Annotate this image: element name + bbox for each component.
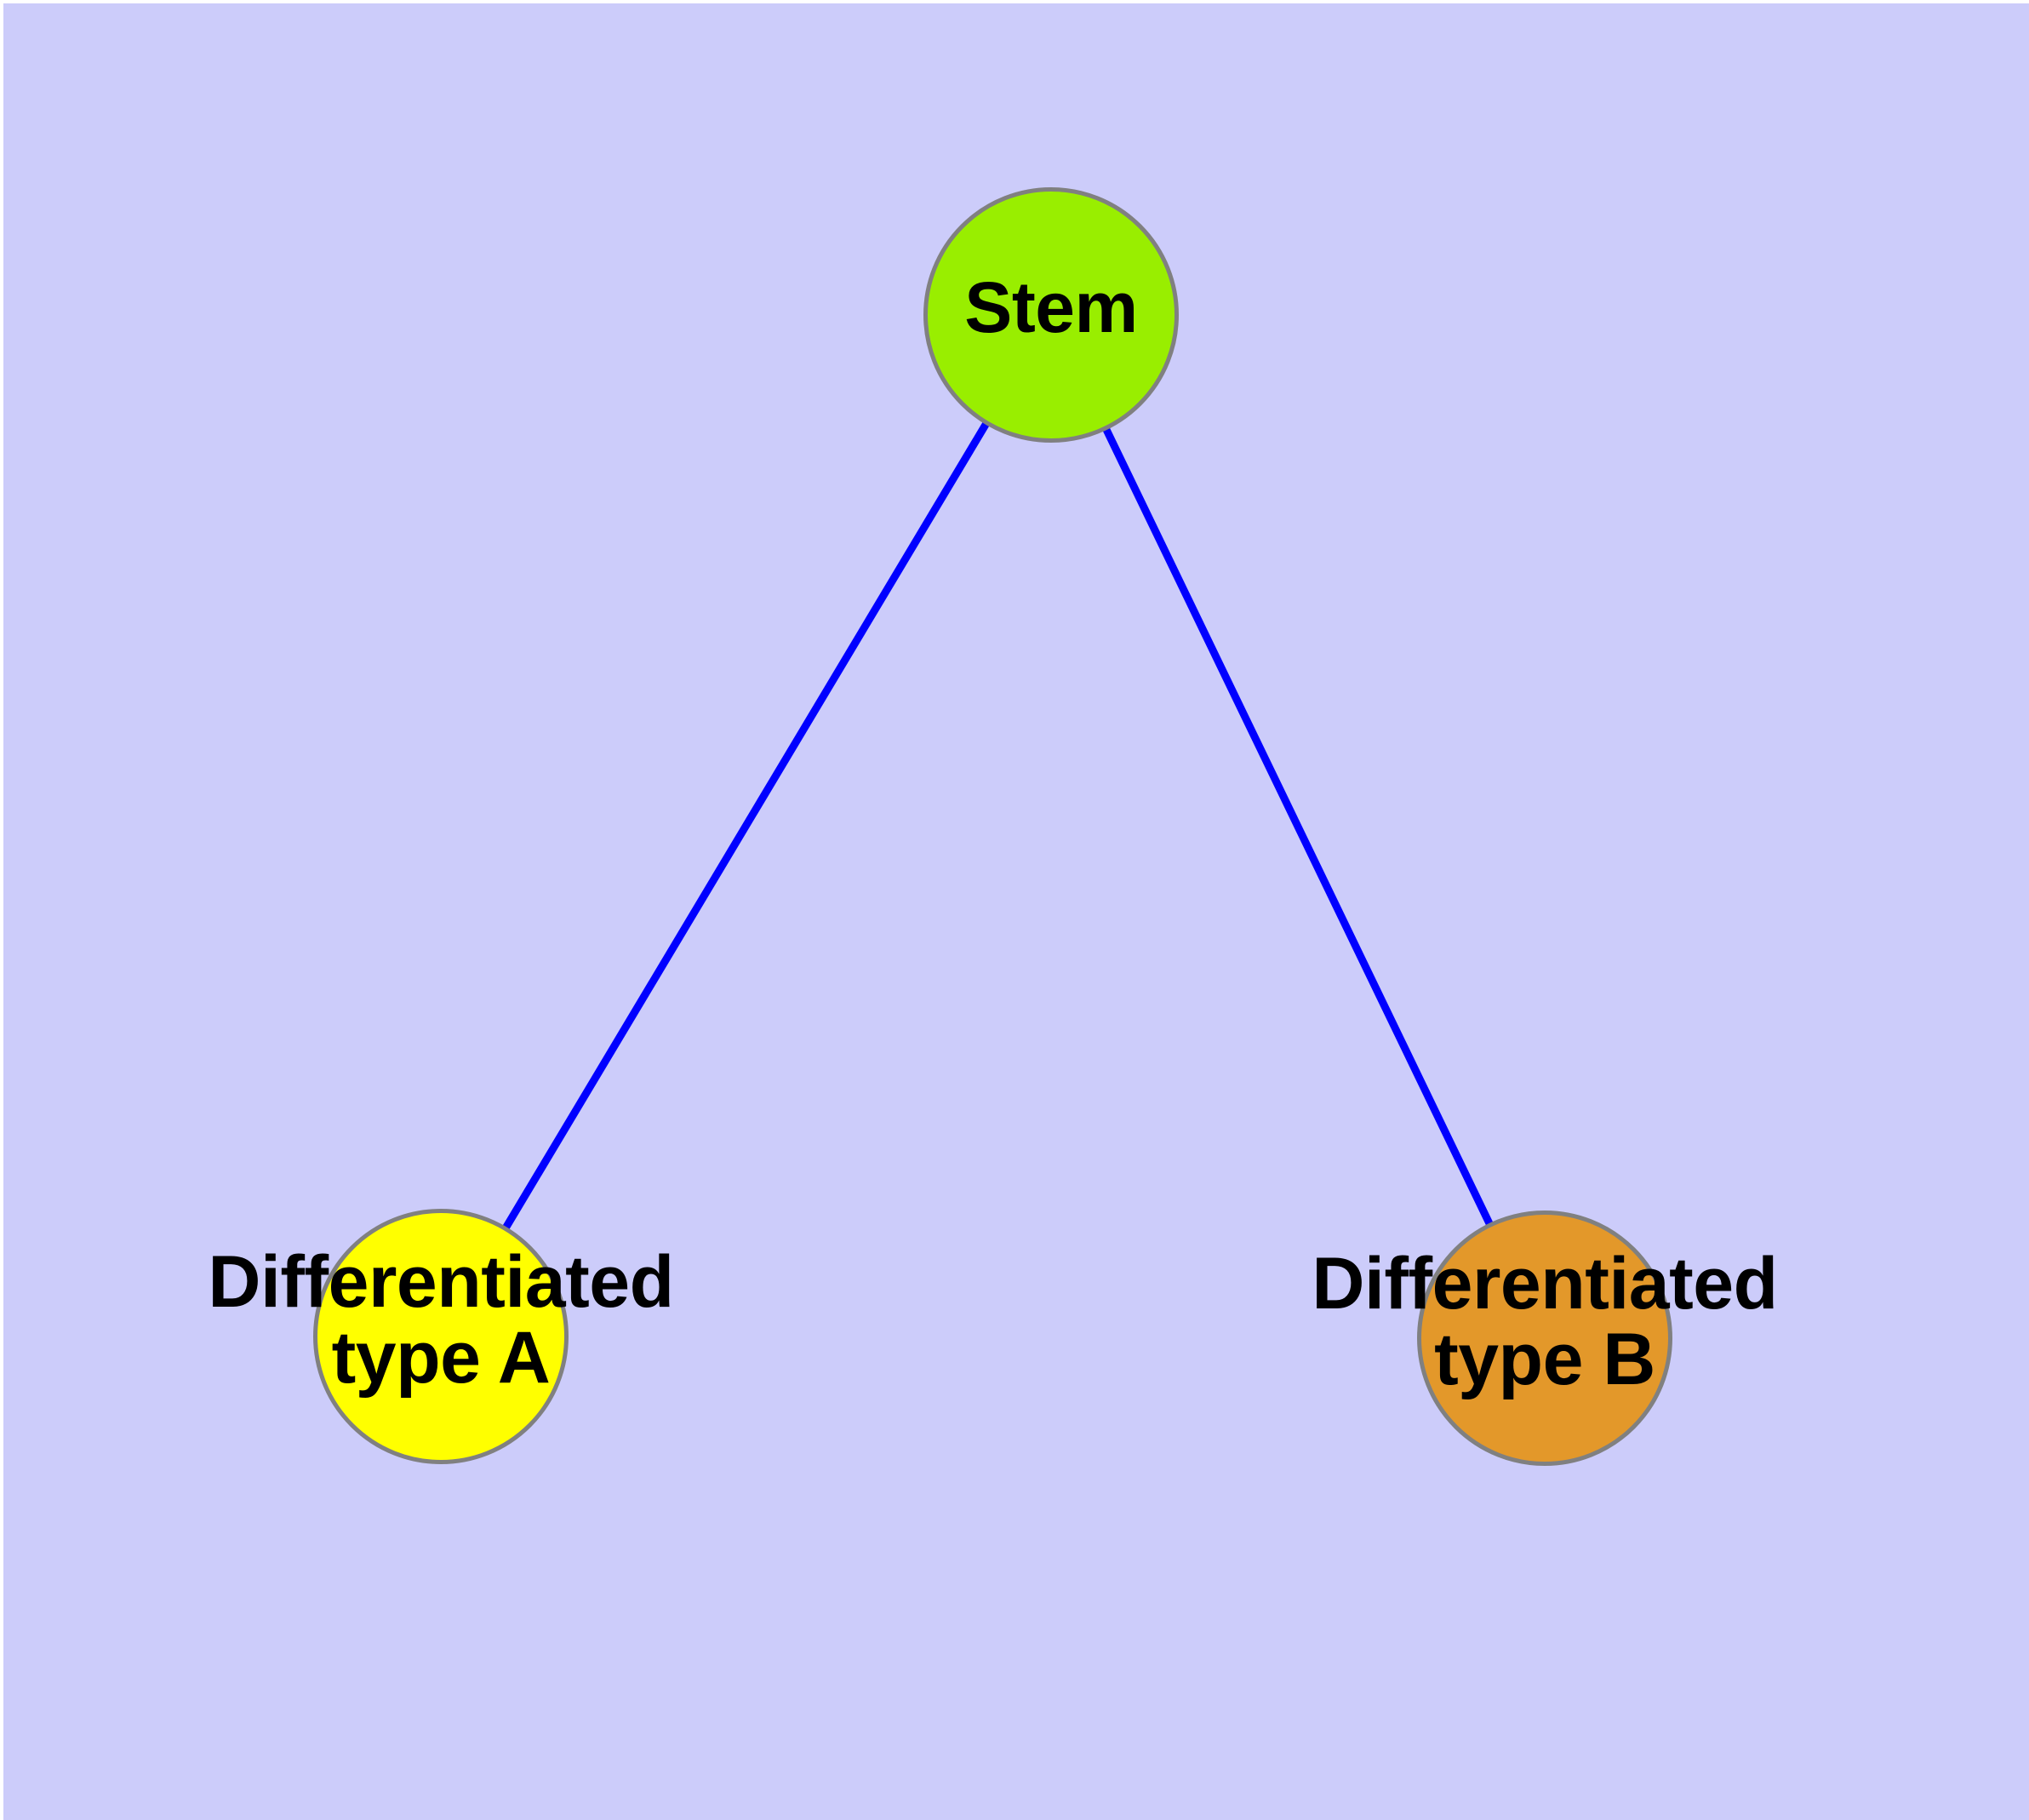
node-diff_b[interactable] [1417, 1210, 1672, 1466]
nodes-layer [313, 187, 1672, 1466]
edges-layer [437, 312, 1549, 1340]
edge-stem-diff-b [1047, 313, 1549, 1340]
node-diff_a[interactable] [313, 1209, 569, 1464]
edge-stem-diff-a [437, 312, 1055, 1339]
node-stem[interactable] [923, 187, 1179, 443]
